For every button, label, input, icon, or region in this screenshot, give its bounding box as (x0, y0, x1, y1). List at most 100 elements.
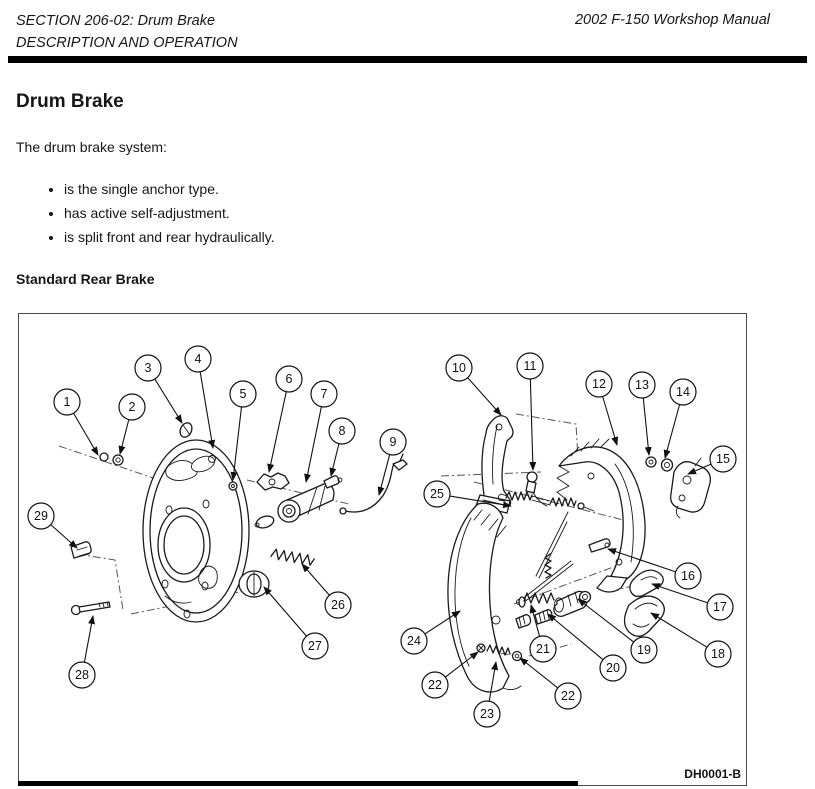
callout-22: 22 (421, 651, 479, 699)
svg-text:7: 7 (321, 387, 328, 401)
svg-text:18: 18 (711, 647, 725, 661)
retainer-pins-and-spring-22-23 (476, 643, 523, 662)
parking-brake-lever-10 (475, 415, 514, 514)
callout-27: 27 (263, 586, 329, 660)
callout-17: 17 (651, 583, 734, 621)
adjuster-pivot-21 (515, 614, 532, 629)
callout-12: 12 (585, 370, 619, 446)
svg-text:11: 11 (524, 359, 537, 373)
callout-15: 15 (687, 445, 737, 475)
header-manual-title: 2002 F-150 Workshop Manual (574, 12, 770, 28)
svg-text:19: 19 (637, 643, 651, 657)
callout-6: 6 (267, 365, 303, 473)
svg-text:13: 13 (635, 378, 649, 392)
spring-assembly-25 (497, 491, 595, 512)
callout-25: 25 (423, 480, 512, 509)
callout-18: 18 (650, 612, 732, 668)
svg-text:14: 14 (676, 385, 690, 399)
retainer-clip-3 (179, 422, 193, 438)
callout-10: 10 (445, 354, 502, 416)
strut-rod (516, 511, 574, 605)
svg-text:21: 21 (536, 642, 550, 656)
washers-13-14 (645, 456, 674, 472)
callout-11: 11 (516, 352, 544, 471)
adjuster-screw-20 (534, 609, 553, 625)
adjuster-lever-18 (623, 595, 665, 637)
callout-16: 16 (607, 548, 702, 590)
bleeder-screw-8 (323, 475, 343, 489)
svg-text:6: 6 (286, 372, 293, 386)
callout-4: 4 (184, 345, 216, 449)
callout-21: 21 (529, 604, 557, 663)
callout-20: 20 (547, 613, 627, 682)
bullet-item: has active self-adjustment. (64, 205, 275, 221)
callout-2: 2 (118, 393, 146, 455)
bolt-28 (70, 601, 111, 616)
svg-text:22: 22 (428, 678, 442, 692)
svg-text:3: 3 (145, 361, 152, 375)
svg-text:26: 26 (331, 598, 345, 612)
header-section-title: SECTION 206-02: Drum Brake (16, 13, 216, 29)
svg-text:24: 24 (407, 634, 421, 648)
svg-text:28: 28 (75, 668, 89, 682)
bullet-item: is the single anchor type. (64, 181, 275, 197)
bullet-item: is split front and rear hydraulically. (64, 229, 275, 245)
header-divider (8, 56, 807, 63)
svg-text:10: 10 (452, 361, 466, 375)
adjuster-lever-17 (629, 569, 664, 598)
rear-brake-shoe-12 (556, 438, 646, 593)
callout-9: 9 (377, 428, 407, 496)
callout-22: 22 (519, 657, 582, 710)
figure-code: DH0001-B (684, 767, 741, 781)
page-title: Drum Brake (16, 91, 124, 112)
svg-text:16: 16 (681, 569, 695, 583)
callout-14: 14 (663, 378, 697, 459)
svg-text:17: 17 (713, 600, 727, 614)
callout-19: 19 (577, 598, 658, 664)
intro-text: The drum brake system: (16, 139, 167, 155)
svg-text:5: 5 (240, 387, 247, 401)
bolt-and-washer-1-2 (99, 452, 124, 466)
svg-text:4: 4 (195, 352, 202, 366)
svg-text:23: 23 (480, 707, 494, 721)
wheel-cylinder-7 (254, 483, 335, 529)
svg-text:29: 29 (34, 509, 48, 523)
callout-1: 1 (53, 388, 99, 456)
adjuster-spring (518, 592, 555, 608)
callout-24: 24 (400, 610, 461, 655)
callout-8: 8 (328, 417, 356, 477)
figure-heading: Standard Rear Brake (16, 271, 155, 287)
adjuster-plug-27 (238, 570, 270, 598)
svg-text:25: 25 (430, 487, 444, 501)
bleeder-cap-6 (256, 472, 290, 491)
svg-text:27: 27 (308, 639, 322, 653)
svg-text:9: 9 (390, 435, 397, 449)
cable-end-11 (525, 471, 548, 507)
callout-13: 13 (628, 371, 656, 456)
pin-16 (588, 538, 611, 553)
callout-23: 23 (473, 661, 501, 728)
callout-3: 3 (134, 354, 183, 424)
callout-28: 28 (68, 615, 96, 689)
svg-text:2: 2 (129, 400, 136, 414)
bullet-list: is the single anchor type. has active se… (46, 181, 275, 253)
svg-text:15: 15 (716, 452, 730, 466)
callout-29: 29 (27, 502, 78, 549)
svg-text:1: 1 (64, 395, 71, 409)
figure-bottom-rule (18, 781, 578, 786)
anchor-bracket-15 (670, 457, 711, 519)
svg-text:20: 20 (606, 661, 620, 675)
callout-5: 5 (229, 380, 257, 481)
backing-plate (142, 439, 250, 623)
callout-26: 26 (301, 563, 352, 619)
svg-text:8: 8 (339, 424, 346, 438)
callout-7: 7 (304, 380, 338, 483)
svg-text:22: 22 (561, 689, 575, 703)
svg-text:12: 12 (592, 377, 606, 391)
spring-26 (270, 548, 315, 566)
header-subsection-title: DESCRIPTION AND OPERATION (16, 35, 238, 51)
front-brake-shoe-24 (447, 502, 522, 693)
brake-pipe-9 (339, 453, 408, 515)
